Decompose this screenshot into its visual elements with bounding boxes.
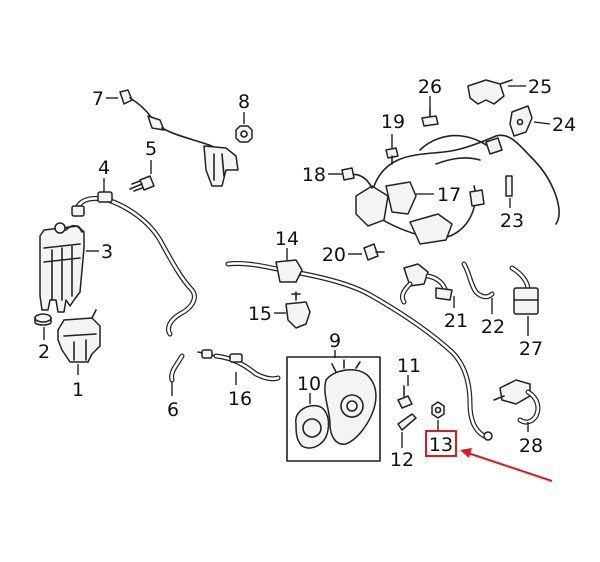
highlight-arrowhead: [460, 448, 472, 458]
part-clip-23: [505, 175, 513, 197]
part-hose-long: [71, 191, 197, 337]
highlight-callout-13: [425, 430, 553, 482]
callout-15: 15: [248, 303, 272, 325]
part-vacuum-pump-box: [286, 356, 381, 462]
part-valve-28: [493, 379, 541, 425]
callout-23: 23: [500, 210, 524, 232]
callout-8: 8: [238, 91, 250, 113]
callout-24: 24: [552, 114, 576, 136]
callout-10: 10: [297, 373, 321, 395]
callout-28: 28: [519, 435, 543, 457]
callout-leaders: [43, 85, 551, 448]
part-sensor-wire: [119, 89, 239, 187]
callout-7: 7: [92, 88, 104, 110]
callout-6: 6: [167, 399, 179, 421]
part-bolt-26: [421, 107, 439, 127]
callout-2: 2: [38, 341, 50, 363]
callout-13: 13: [429, 434, 453, 456]
part-connector-15: [285, 291, 311, 329]
callout-21: 21: [444, 310, 468, 332]
callout-16: 16: [228, 388, 252, 410]
part-hose-6: [169, 353, 185, 383]
callout-17: 17: [437, 184, 461, 206]
highlight-arrow: [467, 452, 553, 482]
part-bracket-25: [467, 79, 513, 105]
part-hose-16: [197, 349, 281, 382]
callout-27: 27: [519, 338, 543, 360]
callout-18: 18: [302, 164, 326, 186]
part-bracket-24: [509, 105, 533, 137]
part-bolt-11: [397, 385, 413, 409]
callout-3: 3: [101, 241, 113, 263]
part-reservoir-tank: [39, 222, 85, 313]
callout-1: 1: [72, 379, 84, 401]
part-cap: [34, 313, 52, 326]
part-solenoid-21: [399, 263, 453, 305]
callout-19: 19: [381, 111, 405, 133]
callout-11: 11: [397, 355, 421, 377]
part-bolt-19: [385, 147, 399, 165]
callout-20: 20: [322, 244, 346, 266]
part-hose-22: [461, 261, 495, 300]
callout-9: 9: [329, 330, 341, 352]
part-nut-13: [431, 401, 445, 419]
part-bolt-5: [129, 175, 155, 192]
part-pin-12: [397, 413, 417, 431]
part-connector-20: [363, 243, 385, 261]
part-reservoir-bracket: [57, 309, 101, 363]
part-vacuum-line: [225, 259, 493, 441]
part-nut-8: [235, 125, 253, 143]
highlight-box: [425, 430, 457, 457]
part-wiring-harness: [341, 134, 560, 245]
callout-25: 25: [528, 76, 552, 98]
part-valve-27: [509, 265, 539, 315]
callout-labels: 1 2 3 4 5 6 7 8 9 10 11 12 13 14 15 16 1…: [38, 76, 576, 471]
callout-14: 14: [275, 228, 299, 250]
callout-12: 12: [390, 449, 414, 471]
callout-5: 5: [145, 138, 157, 160]
callout-26: 26: [418, 76, 442, 98]
callout-4: 4: [98, 157, 110, 179]
callout-22: 22: [481, 316, 505, 338]
